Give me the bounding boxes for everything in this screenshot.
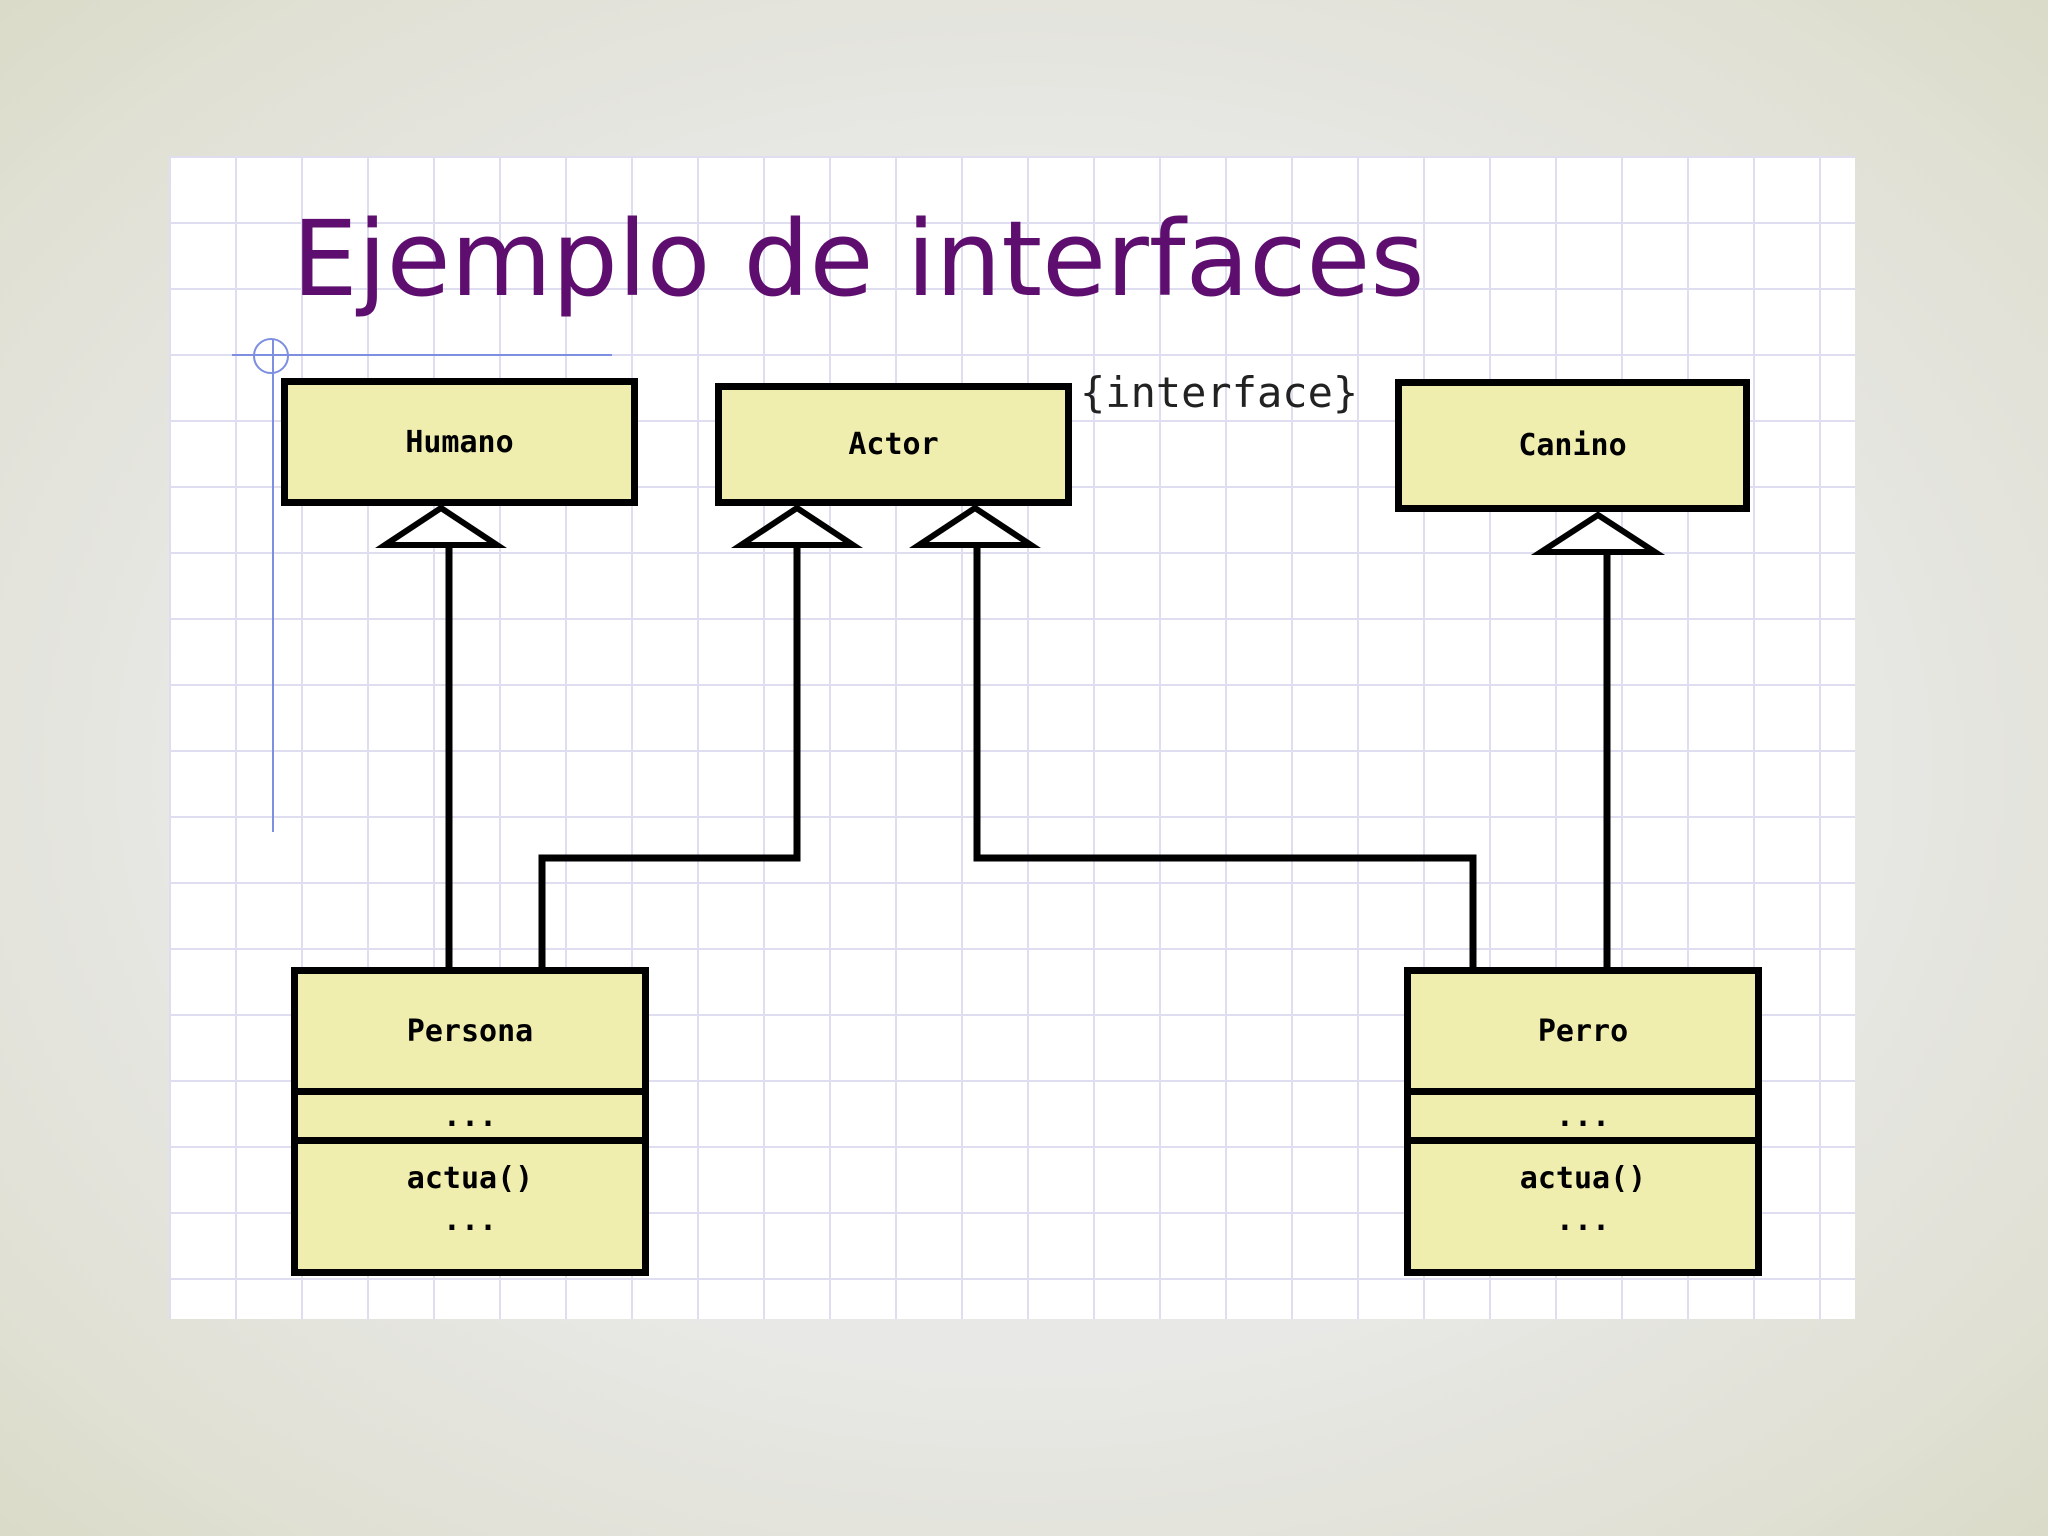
class-persona: Persona ... actua() ... <box>291 967 649 1276</box>
interface-stereotype: {interface} <box>1080 368 1359 417</box>
class-perro-name: Perro <box>1411 974 1755 1095</box>
class-perro-attributes: ... <box>1411 1095 1755 1144</box>
class-persona-operations: actua() ... <box>298 1144 642 1269</box>
class-persona-more-operations: ... <box>442 1203 498 1238</box>
interface-canino-label: Canino <box>1518 428 1627 463</box>
class-perro-operation: actua() <box>1519 1161 1647 1196</box>
class-perro-more-operations: ... <box>1555 1203 1611 1238</box>
interface-actor-label: Actor <box>848 427 939 462</box>
class-perro-operations: actua() ... <box>1411 1144 1755 1269</box>
interface-humano: Humano <box>281 378 638 506</box>
interface-actor: Actor <box>715 383 1072 506</box>
interface-humano-label: Humano <box>405 424 514 460</box>
class-persona-attributes: ... <box>298 1095 642 1144</box>
class-persona-operation: actua() <box>406 1161 534 1196</box>
class-persona-name: Persona <box>298 974 642 1095</box>
interface-canino: Canino <box>1395 379 1750 512</box>
class-perro: Perro ... actua() ... <box>1404 967 1762 1276</box>
slide-title: Ejemplo de interfaces <box>292 198 1425 320</box>
